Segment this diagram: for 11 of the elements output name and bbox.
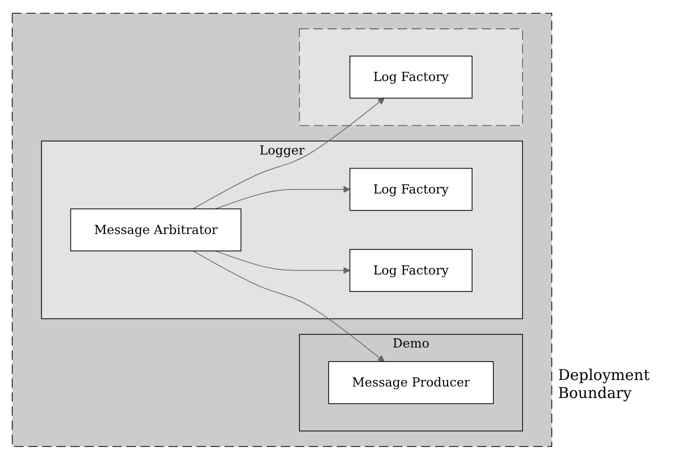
cluster xyxy=(12,12,552,447)
cluster xyxy=(299,28,523,126)
node-box: Message Arbitrator xyxy=(70,208,242,251)
node-box: Log Factory xyxy=(349,248,472,292)
node-box: Message Producer xyxy=(328,360,494,404)
arrow xyxy=(192,250,385,362)
arrow xyxy=(192,97,385,209)
node-box: Log Factory xyxy=(349,168,472,210)
boundary-label: Deployment Boundary xyxy=(558,366,651,402)
arrow xyxy=(214,250,350,274)
node-box: Log Factory xyxy=(349,55,472,98)
